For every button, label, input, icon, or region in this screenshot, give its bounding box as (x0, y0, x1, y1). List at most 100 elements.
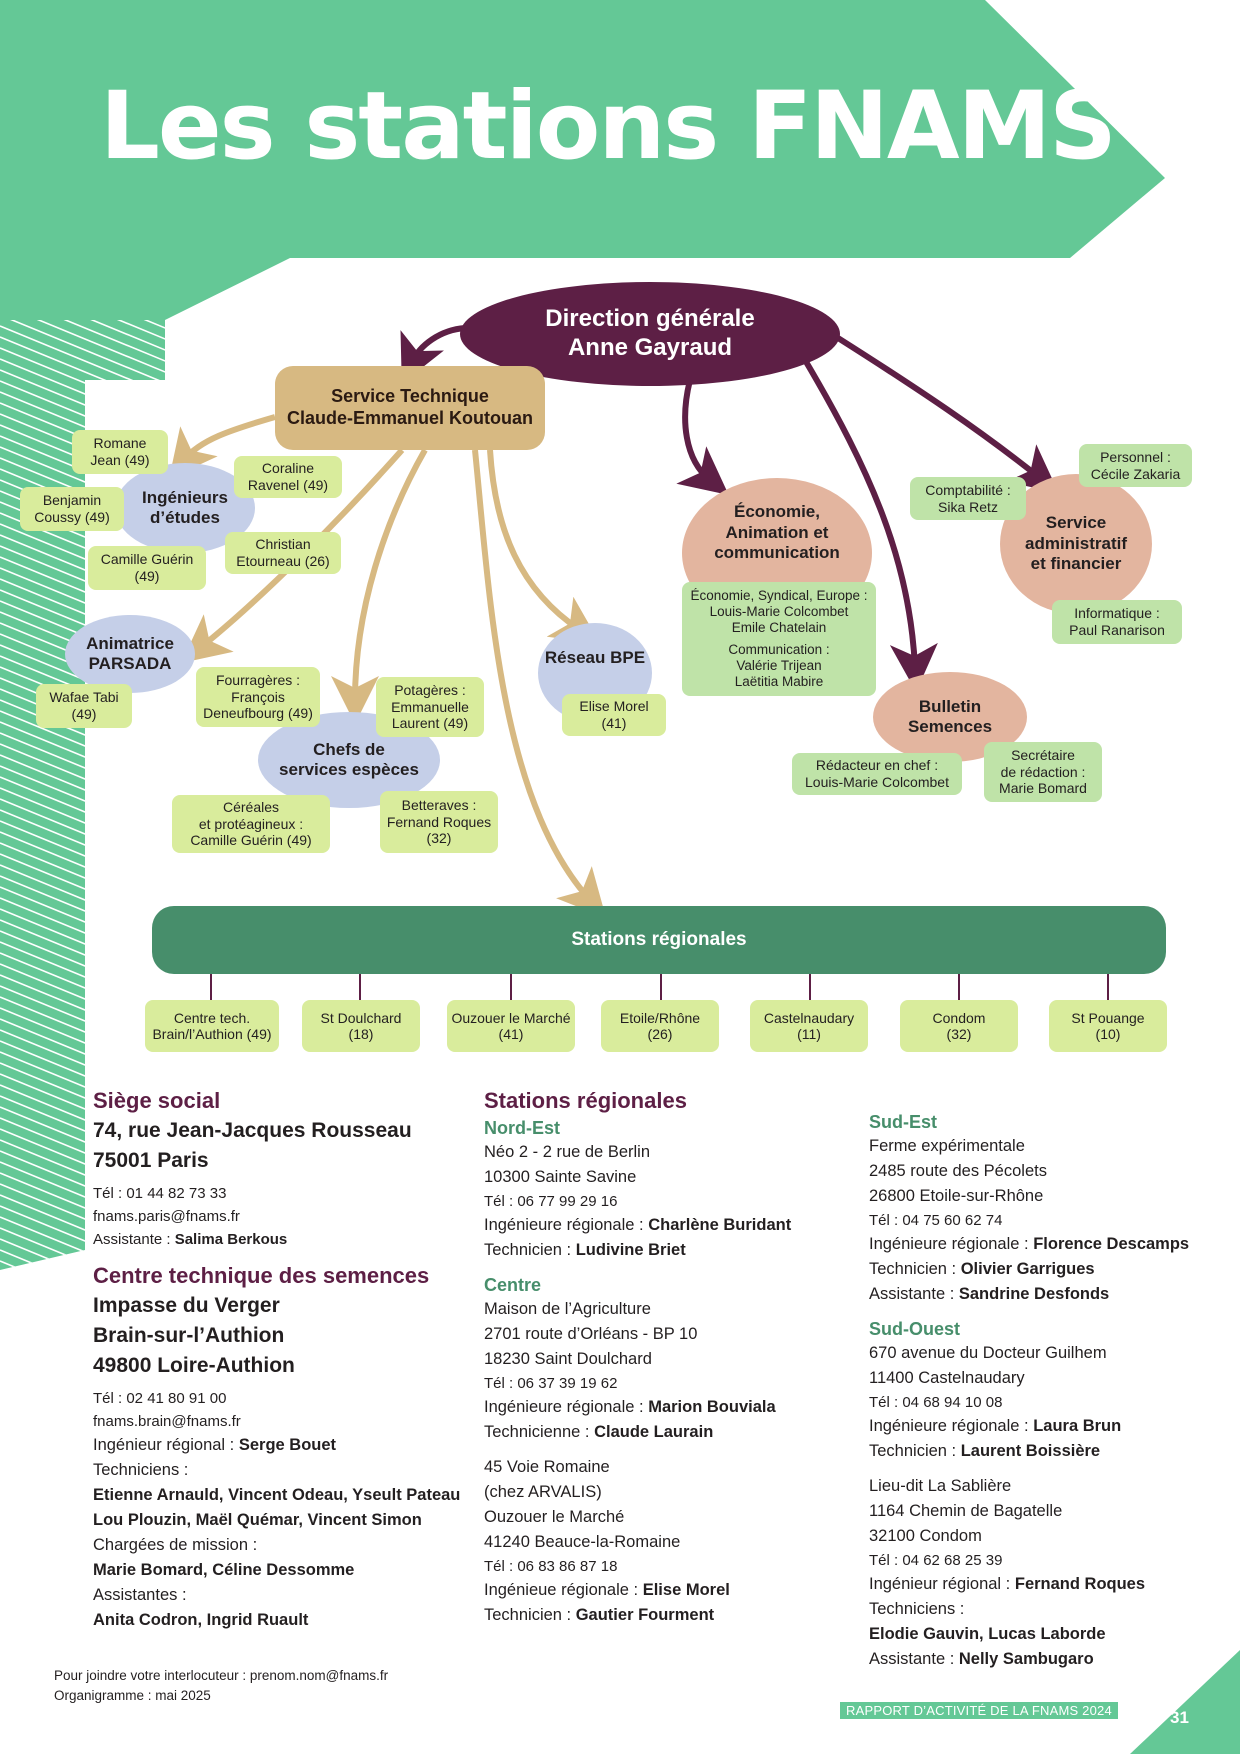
member-line: Rédacteur en chef : (815, 757, 939, 774)
member-line: (32) (426, 830, 452, 847)
economie-label-3: communication (714, 543, 840, 563)
centre-ingenieur: Serge Bouet (238, 1436, 337, 1454)
station-dept: (32) (946, 1026, 972, 1042)
ingenieurs-label-2: d’études (150, 508, 220, 527)
station-brain: Centre tech. Brain/l’Authion (49) (145, 1000, 279, 1052)
assistante: Nelly Sambugaro (958, 1650, 1094, 1668)
address-line: Maison de l’Agriculture (484, 1300, 651, 1318)
tel: Tél : 06 37 39 19 62 (484, 1375, 618, 1392)
assistante: Sandrine Desfonds (958, 1285, 1110, 1303)
communication-group-title: Communication : (728, 641, 830, 657)
service-technique-head: Claude-Emmanuel Koutouan (286, 408, 533, 428)
ingenieur: Laura Brun (1033, 1417, 1122, 1435)
stripe-line (0, 320, 165, 375)
siege-centre-column: Siège social 74, rue Jean-Jacques Rousse… (93, 1086, 483, 1633)
siege-heading: Siège social (93, 1088, 221, 1113)
stripe-line (0, 1249, 165, 1270)
station-name: Centre tech. (173, 1009, 251, 1026)
tel: Tél : 04 68 94 10 08 (869, 1394, 1003, 1411)
member-line: Informatique : (1074, 605, 1160, 622)
arrow-dg-to-bulletin (802, 358, 938, 692)
technicien: Claude Laurain (594, 1423, 714, 1441)
station-dept: (10) (1095, 1026, 1121, 1042)
member-camille-guerin: Camille Guérin (49) (88, 546, 206, 590)
member-line: Emile Chatelain (731, 620, 827, 636)
station-connector (958, 974, 960, 1000)
address-line: 2485 route des Pécolets (869, 1162, 1047, 1180)
address-line: 41240 Beauce-la-Romaine (484, 1533, 681, 1551)
bpe-label: Réseau BPE (544, 647, 646, 667)
station-dept: (11) (797, 1026, 821, 1042)
technicien: Laurent Boissière (960, 1442, 1101, 1460)
member-line: Valérie Trijean (736, 657, 822, 673)
member-romane-jean: Romane Jean (49) (72, 430, 168, 474)
technicien: Ludivine Briet (575, 1241, 686, 1259)
member-line: Cécile Zakaria (1090, 465, 1181, 482)
member-line: Wafae Tabi (49, 689, 119, 706)
member-line: Coraline (261, 460, 315, 477)
admin-personnel: Personnel : Cécile Zakaria (1079, 444, 1192, 487)
address-line: (chez ARVALIS) (484, 1483, 602, 1501)
admin-label-1: Service (1045, 513, 1107, 533)
economie-group-title: Économie, Syndical, Europe : (690, 587, 868, 603)
stripe-line (0, 320, 165, 364)
bulletin-label-1: Bulletin (918, 696, 982, 716)
member-line: Elise Morel (579, 698, 649, 715)
admin-label-2: administratif (1024, 533, 1128, 553)
admin-comptabilite: Comptabilité : Sika Retz (910, 477, 1026, 520)
sud-column: Sud-Est Ferme expérimentale 2485 route d… (869, 1110, 1239, 1672)
label: Ingénieure régionale : (484, 1216, 649, 1234)
station-name: Ouzouer le Marché (451, 1009, 571, 1026)
service-technique-node: Service Technique Claude-Emmanuel Koutou… (275, 366, 545, 450)
header-arrow-banner (0, 0, 1165, 320)
chef-cereales: Céréales et protéagineux : Camille Guéri… (172, 795, 330, 853)
sud-ouest-heading: Sud-Ouest (869, 1319, 961, 1339)
parsada-label-1: Animatrice (86, 633, 174, 653)
bulletin-secretaire: Secrétaire de rédaction : Marie Bomard (984, 742, 1102, 802)
label: Ingénieue régionale : (484, 1581, 643, 1599)
address-line: 45 Voie Romaine (484, 1458, 610, 1476)
techniciens: Elodie Gauvin, Lucas Laborde (869, 1625, 1106, 1643)
station-etoile-rhone: Etoile/Rhône (26) (601, 1000, 719, 1052)
station-name: Condom (932, 1009, 986, 1026)
member-line: (41) (601, 715, 627, 731)
member-line: Deneufbourg (49) (203, 705, 313, 722)
siege-address-1: 74, rue Jean-Jacques Rousseau (93, 1119, 412, 1142)
member-line: Personnel : (1100, 448, 1171, 465)
member-wafae-tabi: Wafae Tabi (49) (36, 684, 132, 728)
member-line: de rédaction : (1000, 763, 1086, 780)
member-line: Paul Ranarison (1069, 622, 1165, 638)
report-label: RAPPORT D’ACTIVITÉ DE LA FNAMS 2024 (840, 1702, 1118, 1719)
centre-techniciens-label: Techniciens : (93, 1461, 189, 1479)
member-line: Potagères : (394, 681, 466, 698)
label: Assistante : (869, 1285, 959, 1303)
siege-email[interactable]: fnams.paris@fnams.fr (93, 1208, 240, 1225)
admin-label-3: et financier (1030, 554, 1122, 574)
member-christian-etourneau: Christian Etourneau (26) (225, 532, 341, 574)
station-ouzouer: Ouzouer le Marché (41) (447, 1000, 575, 1052)
ingenieur: Fernand Roques (1014, 1575, 1146, 1593)
member-line: Jean (49) (90, 452, 150, 468)
label: Ingénieur régional : (869, 1575, 1015, 1593)
centre-chargees-label: Chargées de mission : (93, 1536, 258, 1554)
member-line: Emmanuelle (391, 698, 469, 715)
station-connector (1107, 974, 1109, 1000)
bulletin-label-2: Semences (907, 717, 993, 736)
centre-email[interactable]: fnams.brain@fnams.fr (93, 1413, 241, 1430)
member-line: Christian (255, 536, 311, 553)
station-connector (210, 974, 212, 1000)
ingenieur: Marion Bouviala (648, 1398, 776, 1416)
member-line: Fernand Roques (386, 813, 492, 830)
address-line: 2701 route d’Orléans - BP 10 (484, 1325, 698, 1343)
centre-assistantes-label: Assistantes : (93, 1586, 187, 1604)
station-connector (359, 974, 361, 1000)
centre-tech-heading: Centre technique des semences (93, 1263, 430, 1288)
centre-address-3: 49800 Loire-Authion (93, 1354, 295, 1377)
label: Technicienne : (484, 1423, 595, 1441)
economie-label-2: Animation et (725, 522, 829, 542)
arrow-dg-to-economie (676, 379, 729, 496)
member-line: (49) (134, 568, 160, 584)
station-name: St Pouange (1071, 1009, 1145, 1026)
member-line: Camille Guérin (49) (190, 832, 312, 849)
station-dept: (41) (498, 1026, 524, 1042)
